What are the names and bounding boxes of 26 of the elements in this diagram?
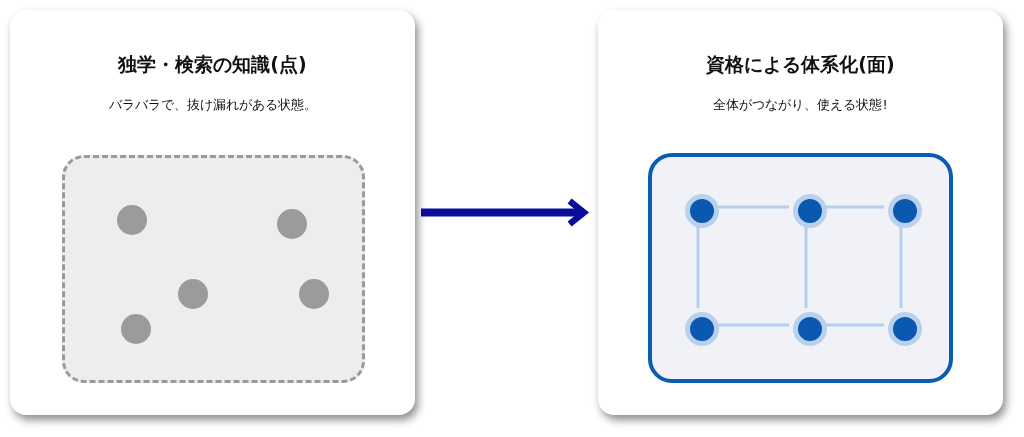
card-subtitle: バラバラで、抜け漏れがある状態。 <box>108 96 317 114</box>
frame-box <box>648 153 953 383</box>
connector-line <box>715 323 789 327</box>
connector-line <box>823 323 884 327</box>
dot <box>793 312 827 346</box>
dot <box>299 279 329 309</box>
card-title: 独学・検索の知識(点) <box>118 52 307 77</box>
connector-line <box>696 224 700 308</box>
connector-line <box>899 224 903 308</box>
card-title: 資格による体系化(面) <box>706 52 895 77</box>
dot <box>117 205 147 235</box>
dot <box>793 194 827 228</box>
dot <box>888 194 922 228</box>
connector-line <box>823 205 884 209</box>
card-subtitle: 全体がつながり、使える状態! <box>713 96 888 114</box>
connector-line <box>804 224 808 308</box>
dot <box>178 279 208 309</box>
card <box>10 10 415 415</box>
dot <box>685 312 719 346</box>
card <box>598 10 1003 415</box>
dot <box>685 194 719 228</box>
connector-line <box>715 205 789 209</box>
dot <box>888 312 922 346</box>
dot <box>277 209 307 239</box>
dot <box>121 314 151 344</box>
dashed-box <box>62 155 365 383</box>
